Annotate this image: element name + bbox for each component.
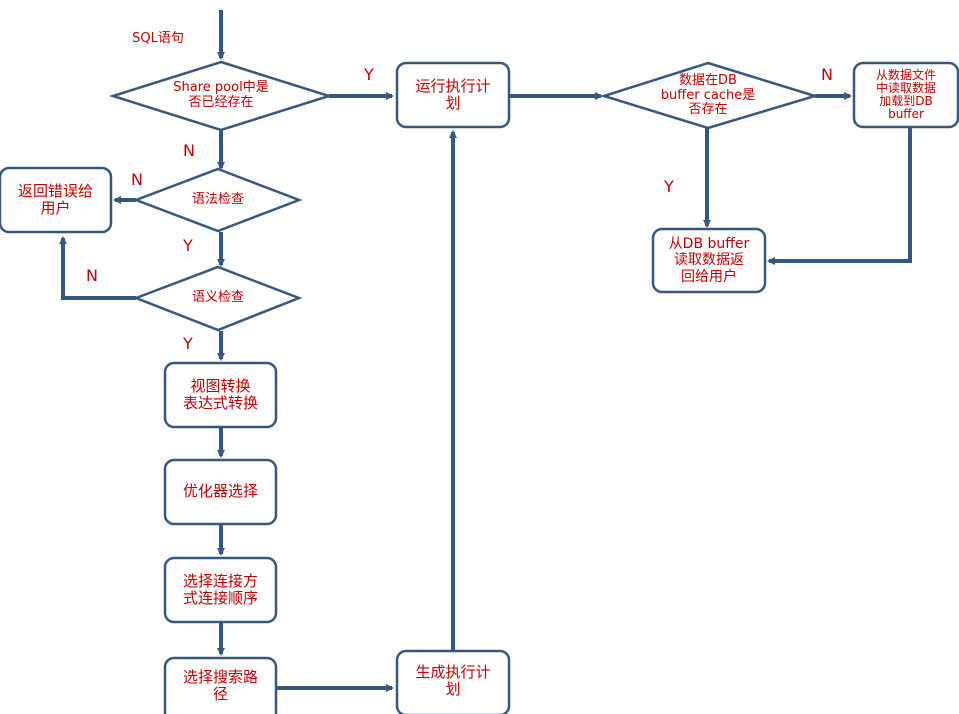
edge-label-syntax-yes: Y: [183, 236, 193, 255]
edge-label-semantic-no: N: [86, 266, 98, 285]
read-from-file-label: 从数据文件 中读取数据 加载到DB buffer: [875, 67, 936, 122]
syntax-check-label: 语法检查: [191, 191, 244, 207]
optimizer-select-box: [163, 458, 278, 526]
edge-label-semantic-yes: Y: [183, 334, 193, 353]
edge-label-buffer-yes: Y: [664, 177, 674, 196]
join-select-box: [163, 556, 278, 624]
edge-semantic-to-error: [59, 236, 136, 300]
view-transform-box: [163, 361, 278, 429]
return-error-label: 返回错误给 用户: [17, 181, 93, 217]
edge-label-share-yes: Y: [364, 65, 374, 84]
return-error-box: [0, 166, 113, 234]
optimizer-select-label: 优化器选择: [182, 482, 258, 501]
edge-label-syntax-no: N: [131, 170, 143, 189]
db-buffer-decision: [599, 61, 820, 130]
edge-label-buffer-no: N: [821, 65, 833, 84]
share-pool-label: Share pool中是 否已经存在: [173, 80, 269, 110]
run-plan-box: [395, 61, 511, 129]
db-buffer-label: 数据在DB buffer cache是 否存在: [660, 72, 756, 118]
read-from-buffer-label: 从DB buffer 读取数据返 回给用户: [668, 236, 750, 285]
join-select-label: 选择连接方 式连接顺序: [182, 571, 258, 607]
share-pool-decision: [108, 60, 334, 132]
read-from-buffer-box: [651, 227, 767, 294]
run-plan-label: 运行执行计 划: [415, 76, 491, 112]
generate-plan-box: [395, 649, 511, 714]
view-transform-label: 视图转换 表达式转换: [182, 376, 258, 412]
semantic-check-label: 语义检查: [191, 289, 244, 305]
read-from-file-box: [852, 61, 959, 129]
edge-label-share-no: N: [183, 141, 195, 160]
generate-plan-label: 生成执行计 划: [415, 662, 491, 698]
edge-file-to-read: [767, 128, 912, 265]
syntax-check-decision: [132, 167, 303, 233]
semantic-check-decision: [132, 265, 303, 332]
search-path-label: 选择搜索路 径: [182, 667, 258, 703]
sql-input-label: SQL语句: [132, 30, 184, 46]
search-path-box: [163, 656, 278, 714]
